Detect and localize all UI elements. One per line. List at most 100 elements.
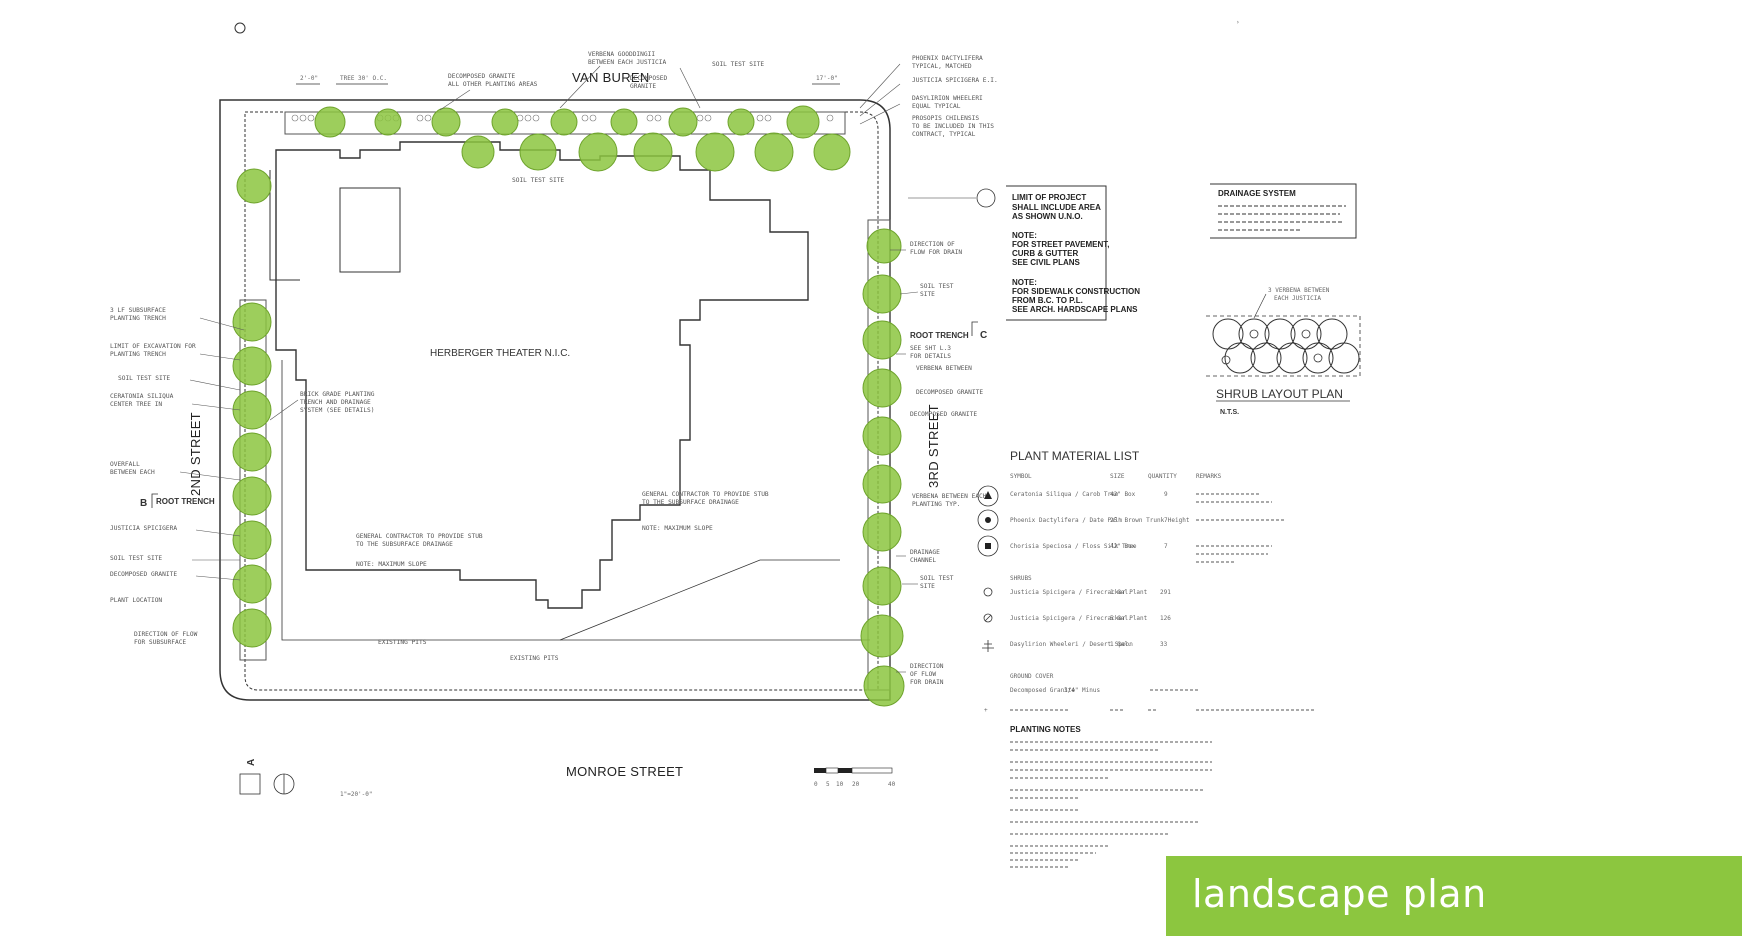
section-a-letter: A (246, 759, 257, 766)
svg-text:LIMIT OF EXCAVATION FOR: LIMIT OF EXCAVATION FOR (110, 343, 196, 350)
svg-text:SOIL TEST SITE: SOIL TEST SITE (712, 61, 764, 68)
svg-text:SYSTEM (SEE DETAILS): SYSTEM (SEE DETAILS) (300, 407, 375, 414)
svg-text:CENTER TREE IN: CENTER TREE IN (110, 401, 162, 408)
section-c-letter: C (980, 330, 987, 341)
svg-text:TO THE SUBSURFACE DRAINAGE: TO THE SUBSURFACE DRAINAGE (642, 499, 739, 506)
plant-name: Phoenix Dactylifera / Date Palm (1010, 517, 1122, 524)
dimension-marks: 2'-0" TREE 30' O.C. 17'-0" (296, 75, 840, 85)
scale-bar: 0 5 10 20 40 (814, 767, 896, 788)
plant-material-list: PLANT MATERIAL LIST SYMBOL SIZE QUANTITY… (977, 449, 1316, 714)
ground-cover-size: 3/4" Minus (1064, 687, 1101, 694)
svg-text:3 LF SUBSURFACE: 3 LF SUBSURFACE (110, 307, 166, 314)
svg-text:FOR STREET PAVEMENT,: FOR STREET PAVEMENT, (1012, 240, 1110, 249)
svg-text:17'-0": 17'-0" (816, 75, 838, 82)
svg-text:SITE: SITE (920, 583, 935, 590)
svg-text:3 VERBENA BETWEEN: 3 VERBENA BETWEEN (1268, 287, 1330, 294)
svg-text:EXISTING PITS: EXISTING PITS (378, 639, 427, 646)
svg-text:SITE: SITE (920, 291, 935, 298)
svg-text:FOR SUBSURFACE: FOR SUBSURFACE (134, 639, 186, 646)
svg-text:VERBENA BETWEEN EACH: VERBENA BETWEEN EACH (912, 493, 987, 500)
limit-of-project-note: LIMIT OF PROJECT SHALL INCLUDE AREA AS S… (908, 185, 1140, 321)
svg-text:SEE SHT L.3: SEE SHT L.3 (910, 345, 951, 352)
ground-cover-name: Decomposed Granite (1010, 687, 1075, 694)
scale-tick: 5 (826, 781, 830, 788)
scale-tick: 0 (814, 781, 818, 788)
svg-text:PHOENIX DACTYLIFERA: PHOENIX DACTYLIFERA (912, 55, 983, 62)
svg-text:EACH JUSTICIA: EACH JUSTICIA (1274, 295, 1321, 302)
svg-text:2'-0": 2'-0" (300, 75, 318, 82)
svg-text:LIMIT OF PROJECT: LIMIT OF PROJECT (1012, 193, 1086, 202)
svg-text:TO BE INCLUDED IN THIS: TO BE INCLUDED IN THIS (912, 123, 994, 130)
section-c-label: ROOT TRENCH (910, 331, 969, 340)
svg-text:CONTRACT, TYPICAL: CONTRACT, TYPICAL (912, 131, 976, 138)
section-b-label: ROOT TRENCH (156, 497, 215, 506)
drainage-system-note: DRAINAGE SYSTEM (1210, 183, 1357, 239)
svg-text:TYPICAL, MATCHED: TYPICAL, MATCHED (912, 63, 972, 70)
svg-text:FOR DETAILS: FOR DETAILS (910, 353, 951, 360)
west-tree-row (232, 168, 272, 648)
svg-text:DRAINAGE: DRAINAGE (910, 549, 940, 556)
plant-name: Chorisia Speciosa / Floss Silk Tree (1010, 543, 1137, 550)
date-palm-symbol-icon (977, 509, 999, 531)
svg-text:GENERAL CONTRACTOR TO PROVIDE: GENERAL CONTRACTOR TO PROVIDE STUB (642, 491, 769, 498)
shrub-name: Justicia Spicigera / Firecracker Plant (1010, 589, 1148, 596)
shrub-name: Justicia Spicigera / Firecracker Plant (1010, 615, 1148, 622)
planting-notes: PLANTING NOTES (1010, 725, 1212, 868)
svg-text:CERATONIA SILIQUA: CERATONIA SILIQUA (110, 393, 174, 400)
desert-spoon-symbol-icon (982, 640, 994, 652)
svg-text:PLANTING TRENCH: PLANTING TRENCH (110, 315, 166, 322)
svg-text:CHANNEL: CHANNEL (910, 557, 936, 564)
svg-text:›: › (1236, 19, 1240, 26)
svg-text:NOTE:: NOTE: (1012, 278, 1037, 287)
svg-text:BETWEEN EACH JUSTICIA: BETWEEN EACH JUSTICIA (588, 59, 667, 66)
shrub-qty: 126 (1160, 615, 1171, 622)
plant-list-col: SYMBOL (1010, 473, 1032, 480)
plant-list-title: PLANT MATERIAL LIST (1010, 449, 1140, 463)
svg-text:SHALL INCLUDE AREA: SHALL INCLUDE AREA (1012, 203, 1101, 212)
svg-text:TO THE SUBSURFACE DRAINAGE: TO THE SUBSURFACE DRAINAGE (356, 541, 453, 548)
shrub-qty: 33 (1160, 641, 1168, 648)
plant-size: 25' Brown Trunk Height (1110, 517, 1190, 524)
svg-text:SEE ARCH. HARDSCAPE PLANS: SEE ARCH. HARDSCAPE PLANS (1012, 305, 1138, 314)
shrub-layout-subtitle: N.T.S. (1220, 409, 1239, 416)
svg-text:DIRECTION OF FLOW: DIRECTION OF FLOW (134, 631, 198, 638)
plant-qty: 7 (1164, 543, 1168, 550)
svg-text:SOIL TEST SITE: SOIL TEST SITE (512, 177, 564, 184)
street-north: VAN BUREN (572, 70, 650, 85)
shrub-size: 5 Gal. (1110, 615, 1132, 622)
svg-text:SOIL TEST SITE: SOIL TEST SITE (110, 555, 162, 562)
plant-list-col: SIZE (1110, 473, 1125, 480)
svg-text:EXISTING PITS: EXISTING PITS (510, 655, 559, 662)
svg-text:TREE 30' O.C.: TREE 30' O.C. (340, 75, 387, 82)
shrub-symbol-icon (983, 587, 993, 597)
scale-tick: 20 (852, 781, 860, 788)
plant-qty: 9 (1164, 491, 1168, 498)
east-tree-row (860, 228, 905, 707)
plant-qty: 7 (1164, 517, 1168, 524)
shrub-name: Dasylirion Wheeleri / Desert Spoon (1010, 641, 1133, 648)
svg-text:VERBENA GOODDINGII: VERBENA GOODDINGII (588, 51, 655, 58)
building-label: HERBERGER THEATER N.I.C. (430, 348, 570, 359)
svg-text:GRANITE: GRANITE (630, 83, 656, 90)
svg-text:ALL OTHER PLANTING AREAS: ALL OTHER PLANTING AREAS (448, 81, 538, 88)
street-west: 2ND STREET (188, 412, 203, 496)
svg-text:+: + (984, 707, 988, 714)
shrub-qty: 291 (1160, 589, 1171, 596)
north-tree-row (314, 105, 851, 172)
svg-text:GENERAL CONTRACTOR TO PROVIDE: GENERAL CONTRACTOR TO PROVIDE STUB (356, 533, 483, 540)
floss-silk-symbol-icon (977, 535, 999, 557)
carob-tree-symbol-icon (977, 485, 999, 507)
svg-text:FROM B.C. TO P.L.: FROM B.C. TO P.L. (1012, 296, 1083, 305)
street-south: MONROE STREET (566, 764, 683, 779)
svg-text:OVERFALL: OVERFALL (110, 461, 140, 468)
svg-text:SOIL TEST SITE: SOIL TEST SITE (118, 375, 170, 382)
plant-size: 42" Box (1110, 543, 1136, 550)
shrub-size: 1 Gal. (1110, 641, 1132, 648)
svg-text:AS SHOWN U.N.O.: AS SHOWN U.N.O. (1012, 212, 1083, 221)
svg-text:DASYLIRION WHEELERI: DASYLIRION WHEELERI (912, 95, 983, 102)
svg-text:TRENCH AND DRAINAGE: TRENCH AND DRAINAGE (300, 399, 371, 406)
svg-text:NOTE:: NOTE: (1012, 231, 1037, 240)
plant-name: Ceratonia Siliqua / Carob Tree (1010, 491, 1119, 498)
svg-text:DECOMPOSED GRANITE: DECOMPOSED GRANITE (110, 571, 177, 578)
